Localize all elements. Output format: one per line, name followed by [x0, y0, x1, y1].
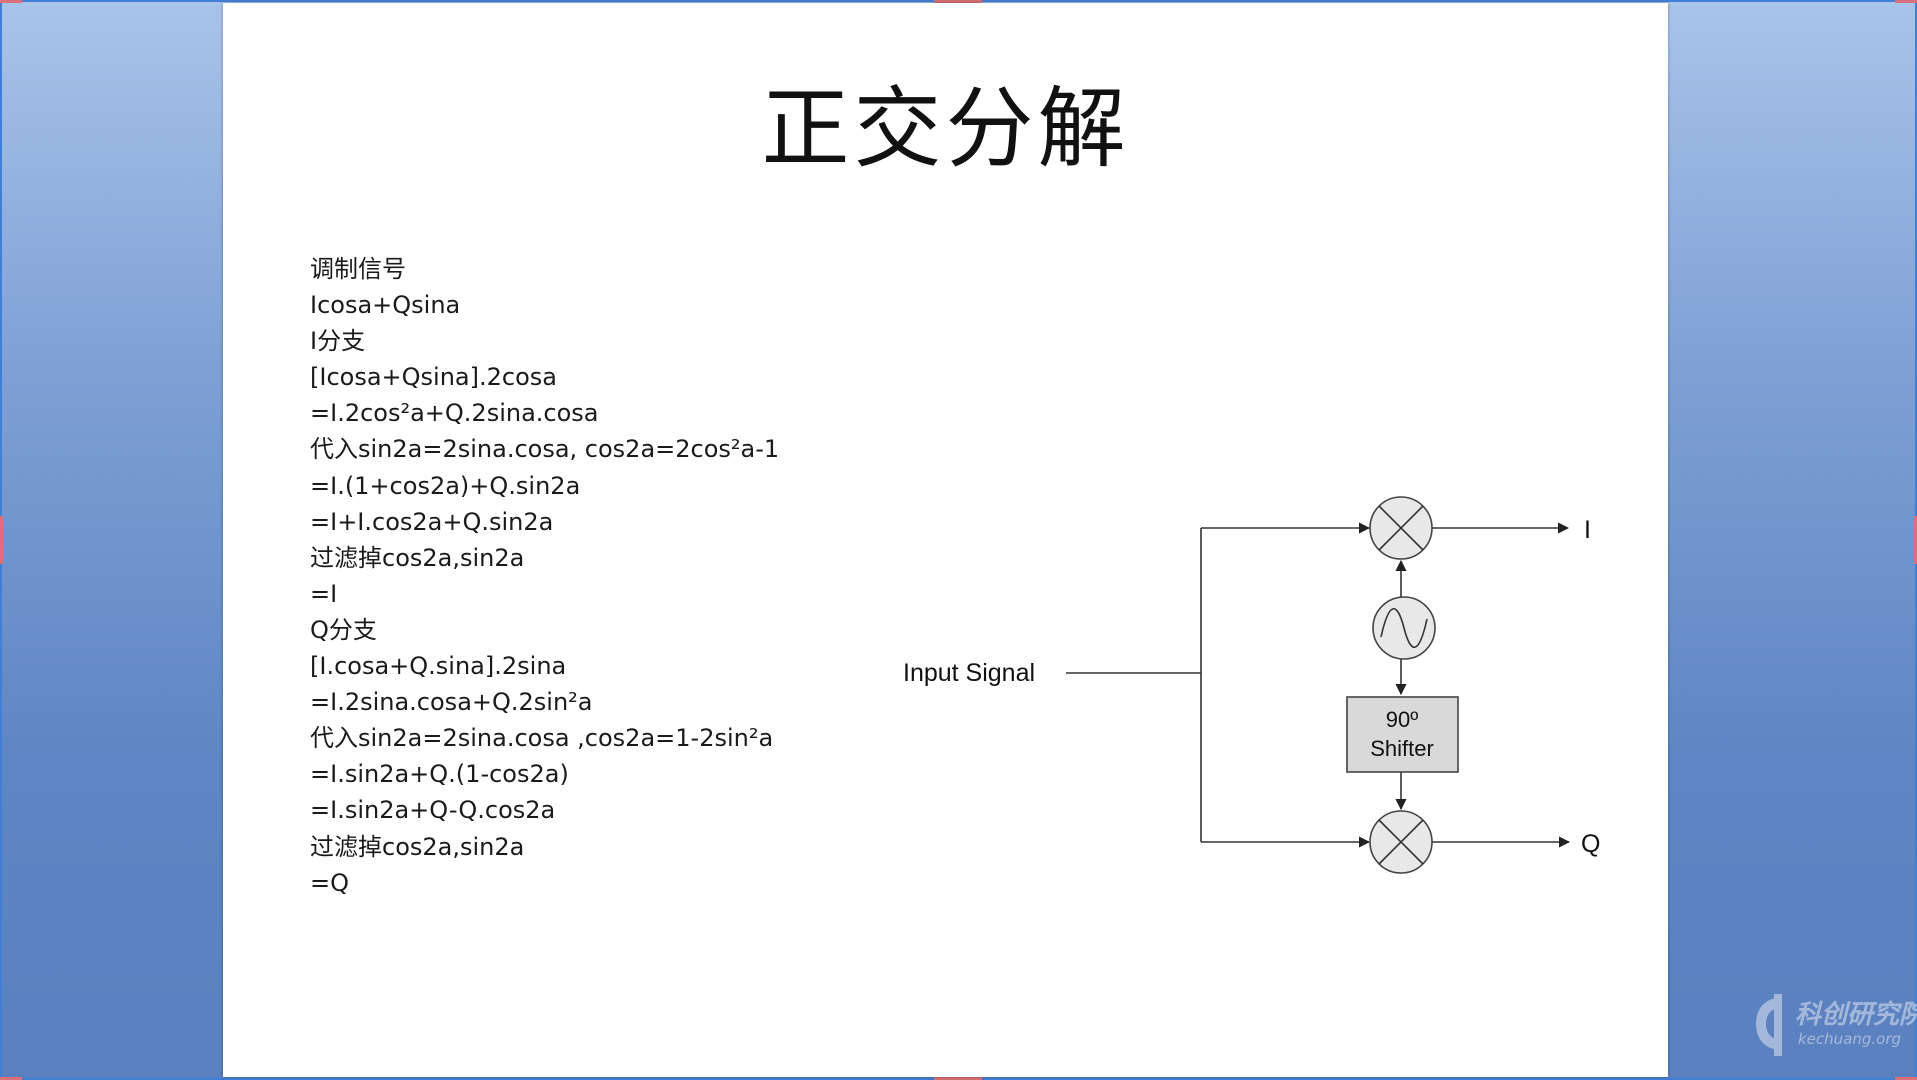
resize-handle-bottom[interactable]: [934, 1077, 982, 1080]
body-line: =I.sin2a+Q-Q.cos2a: [310, 796, 556, 825]
body-line: 代入sin2a=2sina.cosa ,cos2a=1-2sin²a: [310, 724, 774, 753]
body-line: 过滤掉cos2a,sin2a: [310, 832, 525, 861]
resize-handle-top-left[interactable]: [0, 0, 22, 3]
watermark-cn: 科创研究院: [1795, 1000, 1917, 1030]
body-line: =I.sin2a+Q.(1-cos2a): [310, 760, 569, 789]
phase-shifter-block: 90º Shifter: [1346, 696, 1459, 773]
resize-handle-left[interactable]: [0, 516, 3, 564]
shifter-label-text: Shifter: [1370, 736, 1434, 761]
resize-handle-right[interactable]: [1914, 516, 1917, 564]
q-mixer: [1369, 810, 1433, 874]
resize-handle-bottom-left[interactable]: [0, 1077, 22, 1080]
resize-handle-top-right[interactable]: [1895, 0, 1917, 3]
watermark-logo: 科创研究院 kechuang.org: [1750, 990, 1917, 1060]
slide[interactable]: 正交分解 调制信号 Icosa+Qsina I分支 [Icosa+Qsina].…: [223, 3, 1668, 1077]
body-line: 过滤掉cos2a,sin2a: [310, 543, 525, 572]
body-line: Q分支: [310, 615, 377, 644]
kechuang-logo-icon: [1756, 994, 1782, 1056]
shifter-label-degree: 90º: [1386, 707, 1419, 732]
body-line: Icosa+Qsina: [310, 291, 461, 320]
slide-title: 正交分解: [761, 77, 1130, 180]
body-line: =I+I.cos2a+Q.sin2a: [310, 507, 554, 536]
i-output-label: I: [1584, 516, 1591, 544]
watermark-en: kechuang.org: [1798, 1030, 1902, 1048]
i-mixer: [1369, 496, 1433, 560]
resize-handle-top[interactable]: [934, 0, 982, 3]
body-line: 代入sin2a=2sina.cosa, cos2a=2cos²a-1: [310, 435, 780, 464]
body-line: [Icosa+Qsina].2cosa: [310, 363, 557, 392]
input-signal-label: Input Signal: [903, 659, 1035, 687]
q-output-label: Q: [1581, 830, 1600, 858]
resize-handle-bottom-right[interactable]: [1895, 1077, 1917, 1080]
body-line: =I.2cos²a+Q.2sina.cosa: [310, 399, 599, 428]
local-oscillator: [1372, 596, 1436, 660]
body-line: 调制信号: [310, 255, 406, 283]
slide-body-text: 调制信号 Icosa+Qsina I分支 [Icosa+Qsina].2cosa…: [310, 251, 870, 901]
iq-demodulator-diagram: Input Signal I Q 90º Shifter: [903, 496, 1600, 874]
body-line: [I.cosa+Q.sina].2sina: [310, 652, 567, 681]
body-line: =I.(1+cos2a)+Q.sin2a: [310, 471, 581, 500]
body-line: I分支: [310, 327, 366, 356]
body-line: =I: [310, 579, 338, 608]
body-line: =Q: [310, 868, 349, 897]
body-line: =I.2sina.cosa+Q.2sin²a: [310, 688, 593, 717]
sine-wave-icon: [1380, 607, 1428, 649]
